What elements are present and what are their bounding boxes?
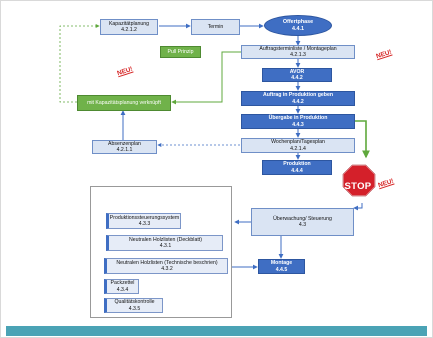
node-qualitaet-code: 4.3.5 bbox=[128, 305, 141, 312]
node-verknuepft: mit Kapazitätsplanung verknüpft bbox=[77, 95, 171, 111]
node-holz-technisch-title: Neutralen Holzlisten (Technische beschri… bbox=[116, 259, 218, 266]
node-auftragstermin-title: Auftragsterminliste / Montageplan bbox=[259, 45, 337, 52]
node-ueberwachung-code: 4.3 bbox=[298, 222, 307, 228]
node-auftrag-produktion: Auftrag in Produktion geben 4.4.2 bbox=[241, 91, 355, 106]
node-verknuepft-title: mit Kapazitätsplanung verknüpft bbox=[87, 99, 161, 106]
node-produktion: Produktion 4.4.4 bbox=[262, 160, 332, 175]
node-holz-technisch-code: 4.3.2 bbox=[161, 266, 173, 272]
node-pull-prinzip: Pull Prinzip bbox=[160, 46, 201, 58]
node-offertphase-title: Offertphase bbox=[282, 19, 314, 26]
node-holz-deckblatt-code: 4.3.1 bbox=[159, 243, 172, 249]
node-montage: Montage 4.4.5 bbox=[258, 259, 305, 274]
node-montage-title: Montage bbox=[270, 260, 293, 267]
stop-label: STOP bbox=[344, 180, 372, 192]
node-ueberwachung: Überwachung/ Steuerung 4.3 bbox=[251, 208, 354, 236]
node-offertphase-code: 4.4.1 bbox=[292, 25, 304, 32]
node-absenzenplan-code: 4.2.1.1 bbox=[116, 147, 133, 153]
node-uebergabe: Übergabe in Produktion 4.4.3 bbox=[241, 114, 355, 129]
node-produktion-code: 4.4.4 bbox=[291, 167, 303, 174]
node-uebergabe-code: 4.4.3 bbox=[292, 121, 304, 128]
node-pss: Produktionssteuerungssystem 4.3.3 bbox=[106, 213, 181, 229]
node-kapazitaet-code: 4.2.1.2 bbox=[121, 27, 137, 33]
node-qualitaet: Qualitätskontrolle 4.3.5 bbox=[104, 298, 163, 313]
node-termin-title: Termin bbox=[207, 23, 224, 30]
node-pull-title: Pull Prinzip bbox=[167, 48, 194, 55]
node-offertphase: Offertphase 4.4.1 bbox=[264, 15, 332, 36]
node-ueberwachung-title: Überwachung/ Steuerung bbox=[273, 215, 332, 222]
node-absenzenplan: Absenzenplan 4.2.1.1 bbox=[92, 140, 157, 154]
node-qualitaet-title: Qualitätskontrolle bbox=[114, 299, 155, 306]
node-wochenplan-title: Wochenplan/Tagesplan bbox=[271, 139, 325, 146]
node-holz-deckblatt: Neutralen Holzlisten (Deckblatt) 4.3.1 bbox=[106, 235, 223, 251]
steuerung-group bbox=[90, 186, 232, 318]
node-holz-deckblatt-title: Neutralen Holzlisten (Deckblatt) bbox=[129, 236, 202, 243]
node-kapazitaet-title: Kapazitätplanung bbox=[108, 20, 150, 27]
node-montage-code: 4.4.5 bbox=[275, 266, 288, 273]
edge-stop-ueberwachung bbox=[353, 203, 363, 211]
footer-bar bbox=[6, 326, 427, 336]
node-auftrag-produktion-code: 4.4.2 bbox=[292, 98, 304, 105]
node-produktion-title: Produktion bbox=[283, 161, 311, 168]
node-auftragstermin-code: 4.2.1.3 bbox=[290, 52, 306, 58]
node-auftragstermin: Auftragsterminliste / Montageplan 4.2.1.… bbox=[241, 45, 355, 59]
node-holz-technisch: Neutralen Holzlisten (Technische beschri… bbox=[104, 258, 228, 274]
edge-auftragstermin-verknuepft bbox=[171, 51, 241, 105]
node-absenzenplan-title: Absenzenplan bbox=[108, 140, 141, 147]
node-uebergabe-title: Übergabe in Produktion bbox=[268, 115, 328, 122]
node-packzettel-title: Packzettel bbox=[110, 280, 135, 287]
node-packzettel: Packzettel 4.3.4 bbox=[104, 279, 139, 294]
node-avor: AVOR 4.4.2 bbox=[262, 68, 332, 82]
node-kapazitaet: Kapazitätplanung 4.2.1.2 bbox=[100, 19, 158, 35]
node-pss-title: Produktionssteuerungssystem bbox=[109, 214, 180, 221]
node-avor-code: 4.4.2 bbox=[291, 75, 303, 81]
node-wochenplan: Wochenplan/Tagesplan 4.2.1.4 bbox=[241, 138, 355, 153]
node-packzettel-code: 4.3.4 bbox=[116, 286, 129, 293]
edge-uebergabe-stop bbox=[355, 120, 370, 159]
node-termin: Termin bbox=[191, 19, 240, 35]
node-pss-code: 4.3.3 bbox=[138, 221, 151, 227]
edge-verknuepft-kapazitaet bbox=[59, 24, 100, 103]
node-avor-title: AVOR bbox=[289, 68, 305, 75]
node-auftrag-produktion-title: Auftrag in Produktion geben bbox=[262, 92, 334, 99]
node-wochenplan-code: 4.2.1.4 bbox=[290, 145, 306, 152]
